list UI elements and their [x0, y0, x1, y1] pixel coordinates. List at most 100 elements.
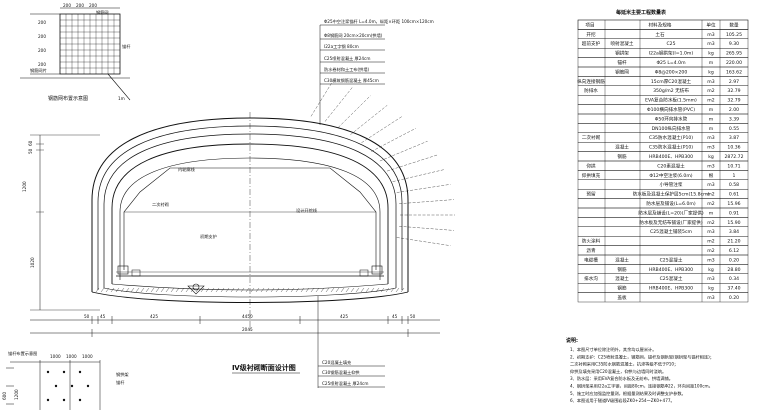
svg-text:10.71: 10.71 — [727, 163, 740, 169]
svg-text:开挖: 开挖 — [586, 31, 596, 38]
svg-text:沥青: 沥青 — [586, 247, 596, 254]
table-title: 每延米主要工程数量表 — [616, 9, 667, 16]
mesh-b-label-1: 钢拱架 — [116, 371, 129, 378]
mesh-b-dim-2: 1000 — [66, 354, 77, 359]
mesh-dim-1: 200 — [63, 3, 71, 8]
svg-text:盖板: 盖板 — [617, 294, 627, 301]
mesh-b-side-1: 600 — [2, 392, 7, 400]
callout-bottom-2: C30钢筋混凝土仰拱 — [322, 369, 360, 376]
mesh-scale: 1m — [118, 96, 125, 101]
svg-text:3.39: 3.39 — [729, 116, 739, 122]
inner-label-1: 内轮廓线 — [178, 166, 196, 173]
svg-text:EVA复合防水板(1.5mm): EVA复合防水板(1.5mm) — [645, 97, 697, 104]
mesh-b-label-2: 锚杆 — [116, 379, 125, 386]
svg-text:m3: m3 — [707, 257, 714, 263]
svg-text:锚杆: 锚杆 — [617, 59, 627, 66]
svg-text:0.20: 0.20 — [729, 295, 739, 301]
svg-text:喷射混凝土: 喷射混凝土 — [611, 40, 634, 47]
mesh-label-1: 钢筋网 — [96, 9, 109, 16]
svg-text:m3: m3 — [707, 229, 714, 235]
svg-text:m3: m3 — [707, 182, 714, 188]
svg-text:m2: m2 — [707, 220, 714, 226]
mesh-side-dim-3: 200 — [38, 48, 46, 53]
svg-text:钢筋: 钢筋 — [617, 285, 627, 292]
svg-text:m2: m2 — [707, 88, 714, 94]
svg-text:2.97: 2.97 — [729, 79, 739, 85]
inner-label-2: 设计开挖线 — [296, 207, 318, 214]
svg-text:Φ12中空注浆(6.0m): Φ12中空注浆(6.0m) — [649, 172, 692, 179]
svg-text:m3: m3 — [707, 295, 714, 301]
inner-label-4: 二次衬砌 — [152, 201, 169, 208]
width-dim-2: 45 — [100, 314, 106, 319]
note-line: 6、本图适用于隧道Ⅳ级围岩段ZK0+254～ZK0+477。 — [570, 397, 675, 404]
svg-text:m3: m3 — [707, 41, 714, 47]
svg-text:HRB400E、HPB300: HRB400E、HPB300 — [649, 154, 693, 160]
svg-text:6.12: 6.12 — [729, 248, 739, 254]
svg-text:超前支护: 超前支护 — [582, 40, 601, 47]
width-dim-1: 50 — [84, 314, 90, 319]
svg-text:I22a钢拱架(I=1.0m): I22a钢拱架(I=1.0m) — [649, 50, 694, 57]
svg-text:钢筋: 钢筋 — [617, 153, 627, 160]
mesh-title: 钢筋网布置示意图 — [48, 95, 88, 102]
svg-text:3.84: 3.84 — [729, 229, 739, 235]
svg-text:kg: kg — [708, 51, 714, 57]
svg-text:m: m — [709, 108, 714, 113]
svg-text:m: m — [709, 61, 714, 66]
callout-top-6: C30模筑钢筋混凝土 厚45cm — [324, 77, 379, 84]
height-dim-1: 60 — [28, 140, 33, 146]
notes-heading: 说明: — [566, 337, 578, 344]
callout-bottom-1: C20混凝土填充 — [322, 359, 351, 366]
mesh-label-3: 锚杆 — [122, 43, 131, 50]
svg-text:电缆槽: 电缆槽 — [584, 256, 598, 263]
svg-text:钢拱架: 钢拱架 — [615, 50, 629, 57]
mesh-b-dim-3: 1000 — [82, 354, 93, 359]
svg-text:1: 1 — [733, 173, 736, 179]
svg-text:m2: m2 — [707, 248, 714, 254]
mesh-side-dim-2: 200 — [38, 34, 46, 39]
svg-text:C25混凝土: C25混凝土 — [660, 256, 683, 263]
svg-text:15cm厚C20混凝土: 15cm厚C20混凝土 — [651, 78, 692, 85]
svg-text:32.79: 32.79 — [727, 88, 740, 94]
svg-text:10.36: 10.36 — [727, 145, 740, 151]
mesh-b-caption: 锚杆布置示意图 — [8, 350, 37, 357]
svg-text:15.90: 15.90 — [727, 220, 740, 226]
mesh-detail-top — [20, 7, 131, 101]
svg-text:265.95: 265.95 — [726, 51, 742, 57]
svg-text:220.00: 220.00 — [726, 60, 742, 66]
svg-text:仰拱填充: 仰拱填充 — [582, 172, 601, 179]
svg-text:防水层及铺设(L=6.0m): 防水层及铺设(L=6.0m) — [646, 200, 696, 207]
svg-text:m: m — [709, 211, 714, 216]
svg-text:混凝土: 混凝土 — [615, 275, 629, 282]
note-line: 4、钢拱架采用I22a工字钢，间距80cm，连接钢筋Φ22，环向间距100cm。 — [570, 383, 713, 390]
svg-text:3.87: 3.87 — [729, 135, 739, 141]
note-line: 3、防水层：采用EVA复合防水板及无纺布，拱墙满铺。 — [570, 375, 673, 382]
svg-text:Φ8@200×200: Φ8@200×200 — [655, 69, 688, 75]
svg-text:kg: kg — [708, 154, 714, 160]
total-width: 2045 — [242, 327, 253, 332]
callout-top-4: C25喷射混凝土 厚24cm — [324, 55, 370, 62]
svg-text:28.80: 28.80 — [727, 267, 740, 273]
svg-text:钢筋: 钢筋 — [617, 266, 627, 273]
mesh-side-dim-1: 200 — [38, 20, 46, 25]
svg-text:防排水: 防排水 — [584, 87, 598, 94]
svg-text:Φ100横向排水管(PVC): Φ100横向排水管(PVC) — [647, 106, 695, 113]
width-dim-5: 425 — [340, 314, 348, 319]
mesh-detail-bottom — [6, 360, 101, 410]
svg-text:C35防水混凝土(P10): C35防水混凝土(P10) — [649, 144, 693, 151]
svg-text:Φ50环向排水管: Φ50环向排水管 — [655, 115, 688, 122]
svg-text:HRB400E、HPB300: HRB400E、HPB300 — [649, 286, 693, 292]
